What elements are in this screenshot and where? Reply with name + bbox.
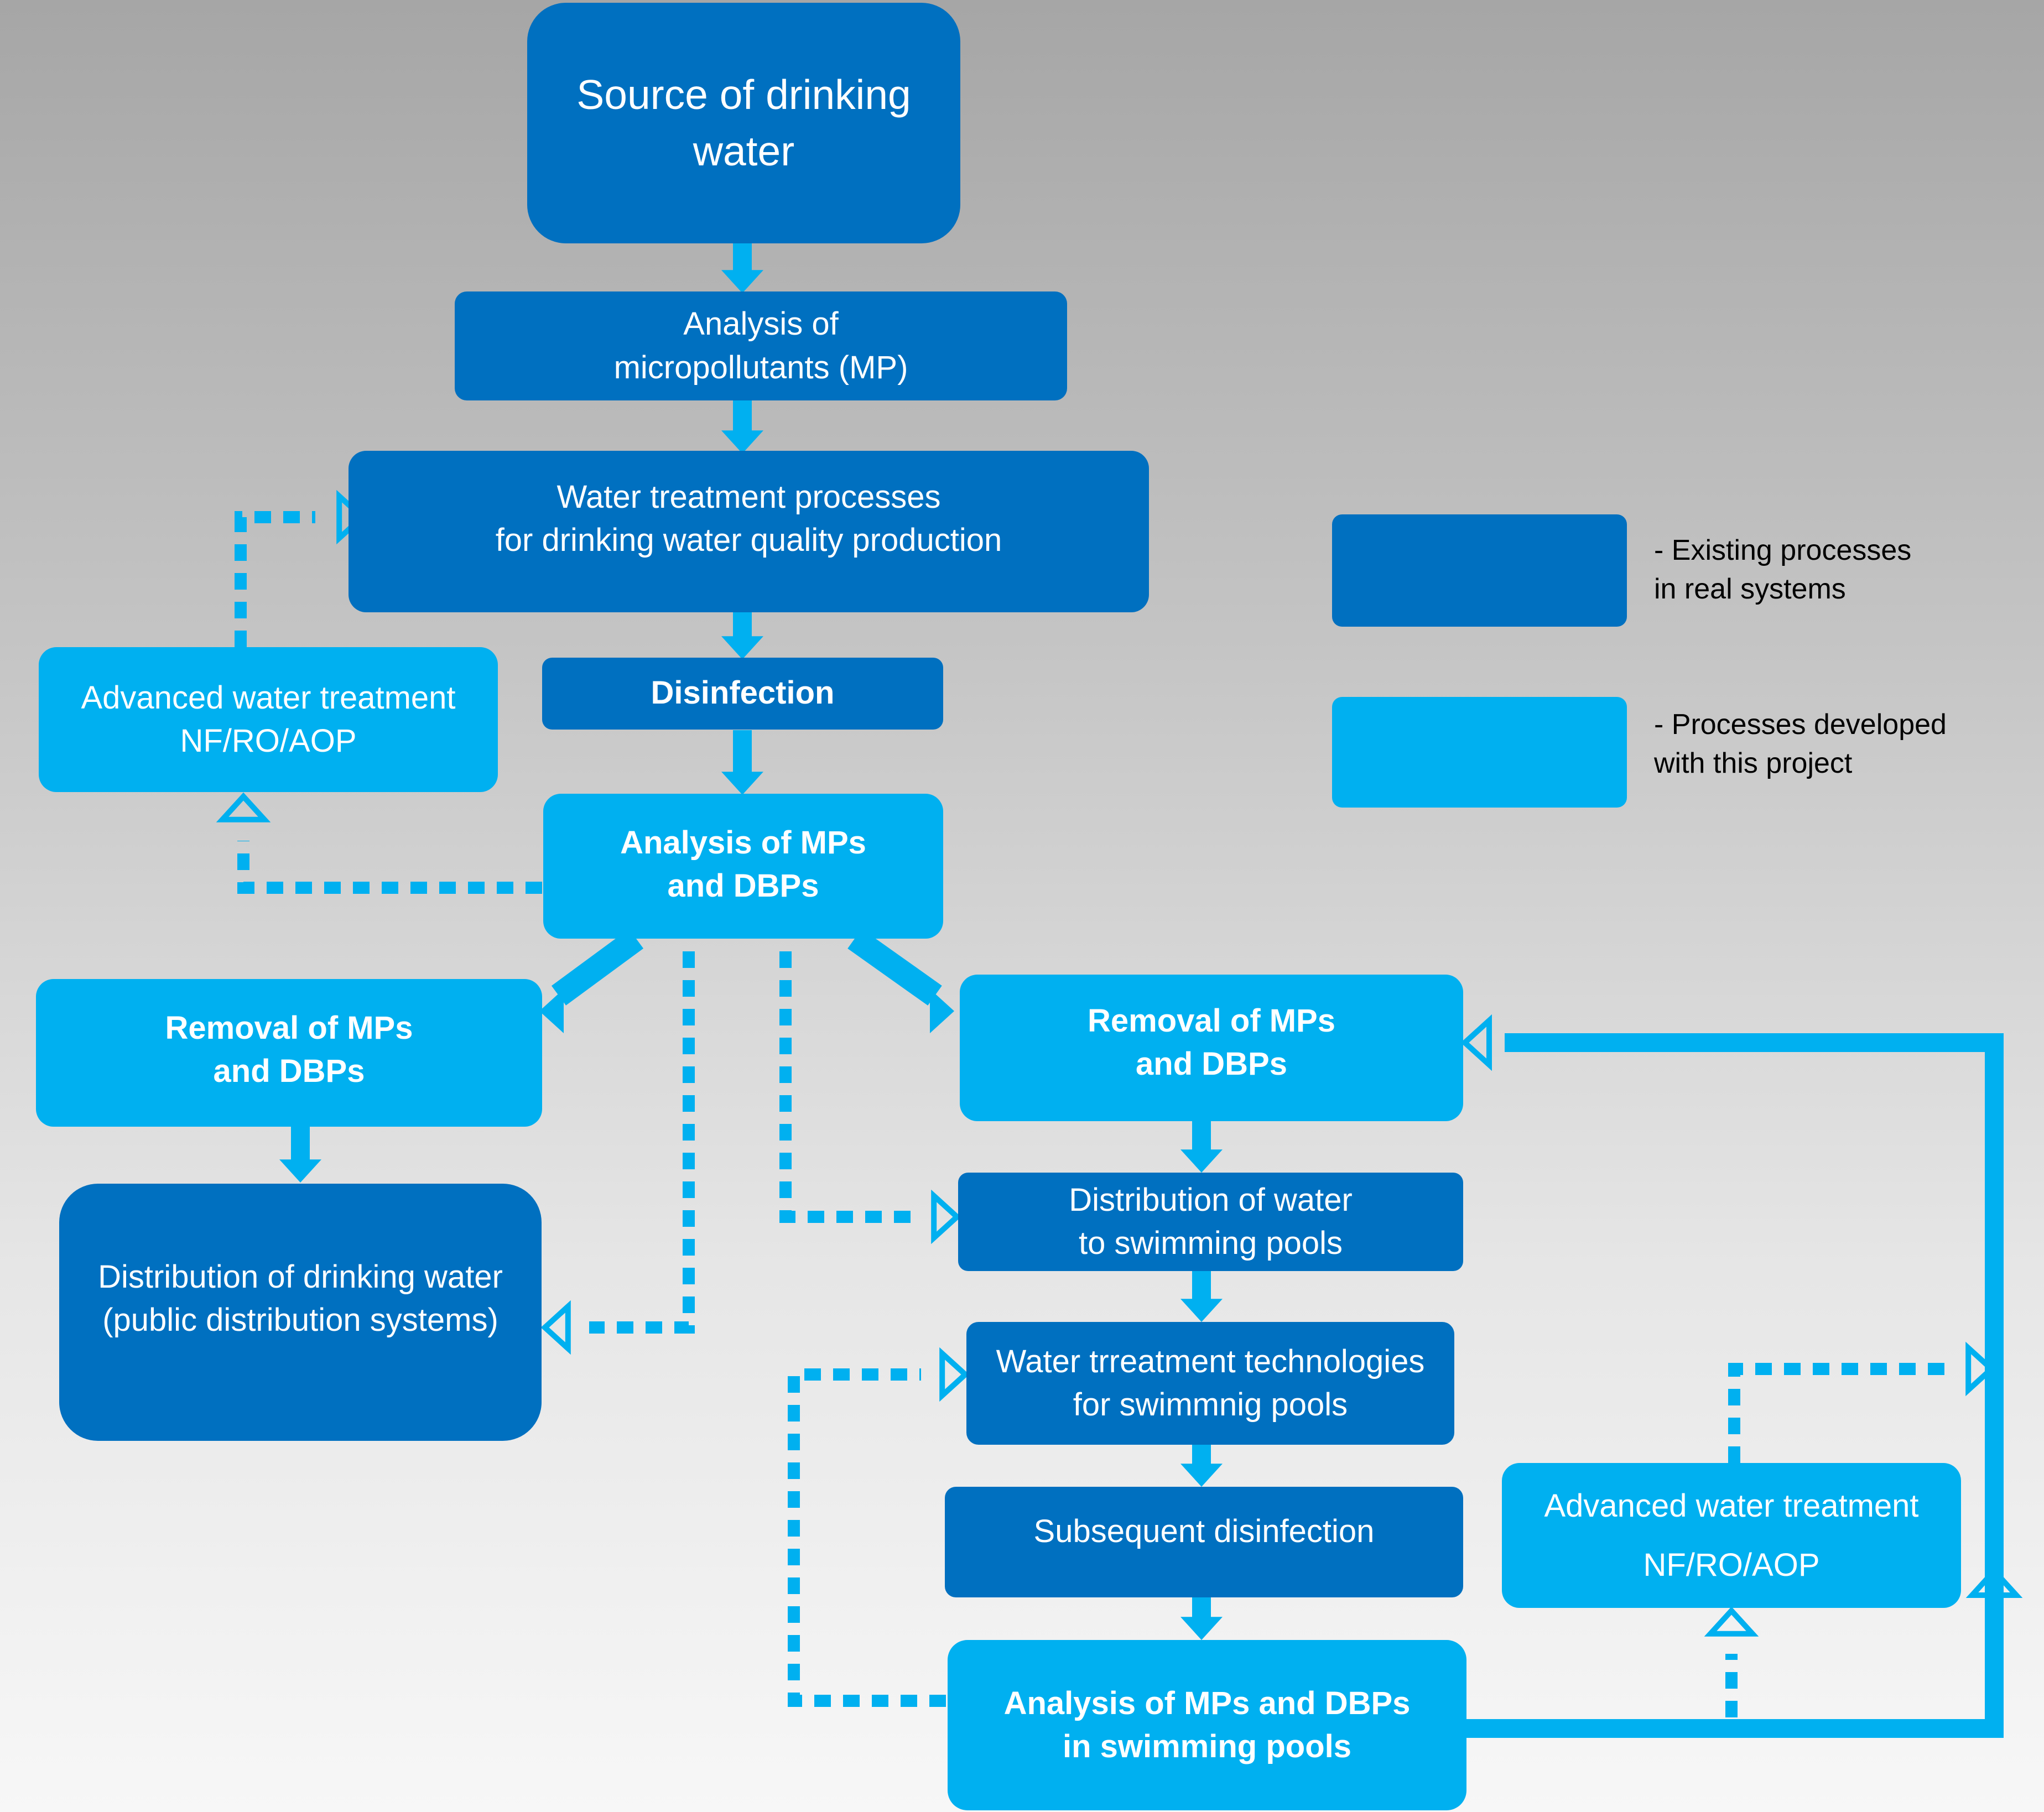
dashed-analysis-to-advanced-left-head — [216, 792, 271, 822]
node-water-treatment-processes: Water treatment processes for drinking w… — [349, 451, 1149, 612]
loop-pool-analysis-to-removal — [1466, 1033, 2004, 1738]
dashed-pool-analysis-to-treatment — [788, 1368, 946, 1707]
node-analysis-of-micropollutants: Analysis of micropollutants (MP) — [455, 291, 1067, 400]
dashed-analysis-to-distribution-drinking-head — [540, 1300, 571, 1355]
dashed-pool-analysis-to-treatment-head — [939, 1347, 970, 1402]
dashed-advanced-left-to-treatment — [235, 511, 315, 647]
legend-label-developed: - Processes developed with this project — [1654, 709, 1947, 780]
legend-label-existing: - Existing processes in real systems — [1654, 534, 1912, 606]
node-distribution-of-drinking-water: Distribution of drinking water (public d… — [59, 1184, 542, 1441]
node-analysis-mps-dbps: Analysis of MPs and DBPs — [543, 794, 943, 939]
dashed-analysis-to-distribution-drinking — [589, 951, 695, 1334]
dashed-analysis-to-advanced-left — [237, 841, 542, 894]
arrow-treatment-to-disinfection-head — [721, 636, 763, 659]
arrow-treatment-to-subsequent-head — [1180, 1464, 1223, 1487]
arrow-analysis-to-removal-right — [847, 929, 942, 1006]
arrow-source-to-analysis-head — [721, 270, 763, 293]
legend-swatch-existing — [1332, 514, 1627, 627]
arrow-pools-to-treatment-head — [1180, 1299, 1223, 1322]
node-advanced-treatment-left: Advanced water treatment NF/RO/AOP — [39, 647, 498, 792]
dashed-advanced-right-to-loop — [1728, 1363, 1947, 1463]
arrow-analysis-to-removal-left-head — [539, 989, 564, 1033]
node-removal-right: Removal of MPs and DBPs — [960, 975, 1463, 1121]
arrow-analysis-to-removal-right-head — [930, 989, 954, 1033]
dashed-pool-analysis-to-advanced-right-head — [1704, 1606, 1759, 1637]
node-advanced-treatment-right: Advanced water treatment NF/RO/AOP — [1502, 1463, 1961, 1608]
dashed-analysis-to-distribution-pools-head — [931, 1189, 961, 1245]
node-source-of-drinking-water: Source of drinking water — [527, 3, 960, 243]
node-analysis-in-swimming-pools: Analysis of MPs and DBPs in swimming poo… — [948, 1640, 1466, 1810]
arrow-removal-right-to-pools-head — [1180, 1149, 1223, 1173]
arrow-removal-left-to-distribution-head — [279, 1159, 321, 1183]
arrow-analysis-to-treatment-head — [721, 430, 763, 454]
dashed-advanced-right-to-loop-head — [1965, 1341, 1996, 1397]
arrow-subsequent-to-analysis-head — [1180, 1617, 1223, 1640]
loop-pool-analysis-to-removal-head — [1460, 1014, 1492, 1071]
loop-upward-arrow-head — [1965, 1566, 2023, 1598]
node-disinfection: Disinfection — [542, 658, 943, 730]
legend-swatch-developed — [1332, 697, 1627, 808]
dashed-analysis-to-distribution-pools — [779, 951, 913, 1223]
node-subsequent-disinfection: Subsequent disinfection — [945, 1487, 1463, 1597]
node-pool-treatment-technologies: Water trreatment technologies for swimmn… — [966, 1322, 1454, 1445]
arrow-analysis-to-removal-left — [551, 929, 644, 1006]
node-distribution-to-swimming-pools: Distribution of water to swimming pools — [958, 1173, 1463, 1271]
arrow-disinfection-to-analysis-head — [721, 772, 763, 795]
node-removal-left: Removal of MPs and DBPs — [36, 979, 542, 1127]
